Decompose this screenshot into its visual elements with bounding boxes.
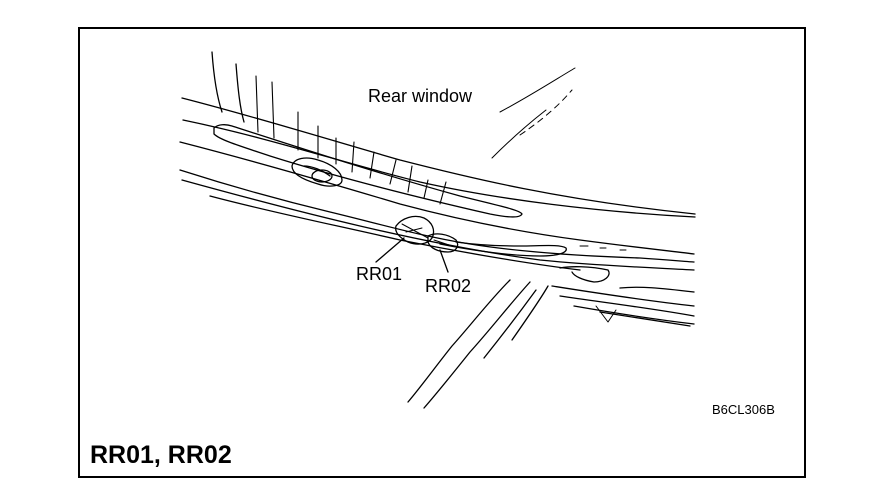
figure-code: B6CL306B: [712, 402, 775, 417]
defroster-grid-lines: [255, 75, 447, 205]
figure-caption: RR01, RR02: [90, 441, 232, 469]
callout-rear-window: Rear window: [368, 86, 473, 106]
callout-leaders: [375, 237, 449, 273]
window-trim: [179, 124, 695, 271]
callout-rr02: RR02: [425, 276, 472, 296]
trunk-lid: [407, 266, 695, 409]
mounting-bracket: [291, 157, 343, 187]
connectors: [394, 215, 459, 253]
callout-rr01: RR01: [356, 264, 403, 284]
